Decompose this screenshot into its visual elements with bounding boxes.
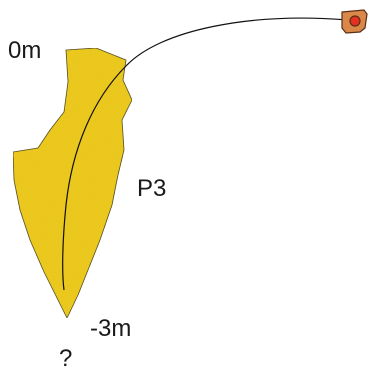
passage-shape [12, 47, 133, 319]
depth-bottom-label: -3m [90, 315, 131, 342]
survey-line [62, 17, 349, 291]
passage-name-label: P3 [137, 175, 166, 202]
depth-top-label: 0m [8, 37, 41, 64]
entrance-marker-icon [341, 9, 368, 34]
unknown-continuation-label: ? [59, 345, 72, 372]
